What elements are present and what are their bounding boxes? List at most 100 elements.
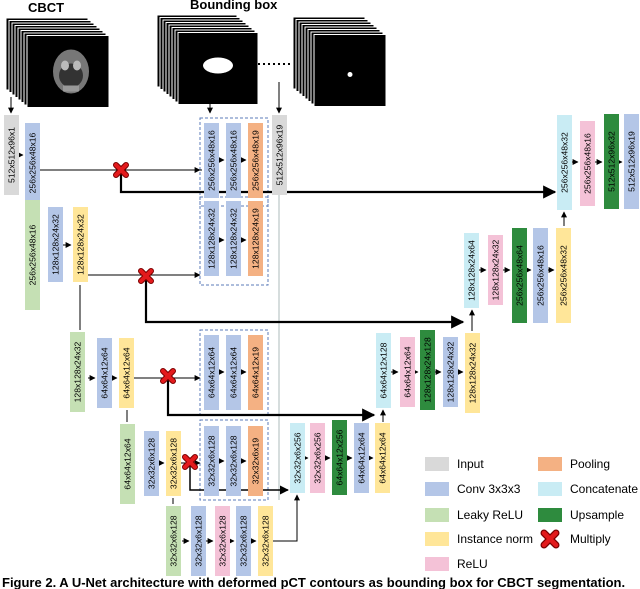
- layer-block-conv: 32x32x6x128: [144, 431, 159, 496]
- layer-block-upsample: 512x512x96x32: [604, 114, 619, 209]
- layer-block-conv: 64x64x12x64: [97, 338, 112, 408]
- layer-block-relu: 32x32x6x256: [310, 423, 325, 493]
- legend-item-norm: Instance norm: [425, 532, 533, 546]
- legend-item-pool: Pooling: [538, 457, 610, 471]
- layer-block-pool: 128x128x24x19: [248, 201, 263, 276]
- legend-label: ReLU: [457, 557, 488, 571]
- layer-block-conv: 64x64x12x64: [204, 335, 219, 410]
- layer-block-label: 128x128x24x32: [73, 341, 83, 402]
- layer-block-label: 64x64x12x64: [229, 347, 239, 398]
- connector: [119, 170, 557, 199]
- layer-block-conv: 512x512x96x19: [624, 114, 639, 209]
- layer-block-label: 32x32x6x128: [194, 515, 204, 566]
- figure-caption: Figure 2. A U-Net architecture with defo…: [2, 575, 626, 589]
- layer-block-pool: 256x256x48x19: [248, 123, 263, 198]
- multiply-icon: [113, 162, 129, 178]
- layer-block-label: 64x64x12x64: [122, 347, 132, 398]
- layer-block-label: 32x32x6x128: [147, 438, 157, 489]
- layer-block-label: 256x256x48x32: [559, 245, 569, 306]
- layer-block-label: 64x64x12x64: [123, 438, 133, 489]
- multiply-icon: [160, 368, 176, 384]
- layer-block-conv: 32x32x6x128: [226, 426, 241, 496]
- legend-item-leaky: Leaky ReLU: [425, 508, 523, 522]
- layer-block-norm: 128x128x24x32: [465, 333, 480, 413]
- layer-block-label: 512x512x96x1: [7, 127, 17, 183]
- layer-block-label: 32x32x6x128: [261, 515, 271, 566]
- layer-block-label: 256x256x48x16: [207, 130, 217, 191]
- layer-block-concat: 128x128x24x64: [464, 233, 479, 308]
- legend-swatch: [425, 508, 449, 522]
- legend-item-conv: Conv 3x3x3: [425, 482, 521, 496]
- layer-block-label: 64x64x12x64: [378, 432, 388, 483]
- layer-block-label: 128x128x24x32: [51, 214, 61, 275]
- layer-block-leaky: 256x256x48x16: [25, 200, 40, 310]
- layer-block-norm: 64x64x12x64: [119, 338, 134, 408]
- layer-block-label: 128x128x24x32: [76, 214, 86, 275]
- layer-block-label: 64x64x12x256: [335, 429, 345, 485]
- layer-block-label: 32x32x6x128: [207, 435, 217, 486]
- legend-swatch: [538, 508, 562, 522]
- input-image-stacks: [5, 14, 387, 108]
- layer-block-label: 512x512x96x19: [627, 131, 637, 192]
- layer-block-label: 32x32x6x128: [169, 438, 179, 489]
- layer-block-conv: 128x128x24x32: [443, 337, 458, 407]
- layer-block-label: 512x512x96x32: [607, 131, 617, 192]
- layer-block-upsample: 256x256x48x64: [512, 228, 527, 323]
- layer-block-label: 128x128x24x32: [468, 342, 478, 403]
- layer-block-conv: 128x128x24x32: [226, 201, 241, 276]
- layer-block-input: 512x512x96x1: [4, 115, 19, 195]
- layer-block-label: 256x256x48x64: [515, 245, 525, 306]
- legend-item-input: Input: [425, 457, 484, 471]
- layer-block-label: 128x128x24x128: [423, 337, 433, 403]
- layer-block-concat: 256x256x48x32: [557, 115, 572, 210]
- mask-image-stack: [292, 16, 387, 107]
- mask-dot-icon: [347, 72, 353, 77]
- legend-swatch: [425, 457, 449, 471]
- layer-block-label: 512x512x96x19: [275, 124, 285, 185]
- layer-block-upsample: 64x64x12x256: [332, 420, 347, 495]
- legend-label: Concatenate: [570, 482, 638, 496]
- mask-blob-icon: [203, 57, 233, 74]
- legend-label: Pooling: [570, 457, 610, 471]
- legend-swatch: [425, 557, 449, 571]
- layer-block-label: 256x256x48x16: [229, 130, 239, 191]
- layer-block-label: 64x64x12x19: [251, 347, 261, 398]
- layer-block-relu: 128x128x24x32: [488, 235, 503, 305]
- layer-block-leaky: 64x64x12x64: [120, 424, 135, 504]
- layer-block-label: 64x64x12x64: [100, 347, 110, 398]
- layer-block-concat: 32x32x6x256: [290, 423, 305, 493]
- layer-block-label: 64x64x12x64: [357, 432, 367, 483]
- connector: [144, 278, 465, 329]
- layer-block-upsample: 128x128x24x128: [420, 330, 435, 410]
- layer-block-label: 32x32x6x256: [293, 432, 303, 483]
- multiply-icon: [182, 454, 198, 470]
- layer-block-input: 512x512x96x19: [272, 115, 287, 195]
- layer-block-norm: 256x256x48x32: [556, 228, 571, 323]
- layer-block-norm: 32x32x6x128: [258, 506, 273, 576]
- layer-block-conv: 32x32x6x128: [204, 426, 219, 496]
- legend-swatch: [425, 532, 449, 546]
- legend-item-concat: Concatenate: [538, 482, 638, 496]
- multiply-icon: [138, 268, 154, 284]
- layer-block-relu: 32x32x6x128: [215, 506, 230, 576]
- connector: [166, 378, 376, 422]
- legend-swatch: [538, 482, 562, 496]
- legend-label: Instance norm: [457, 532, 533, 546]
- layer-blocks: 512x512x96x1 256x256x48x16 256x256x48x16 12…: [4, 114, 639, 576]
- layer-block-label: 128x128x24x19: [251, 208, 261, 269]
- layer-block-label: 32x32x6x128: [169, 515, 179, 566]
- legend-label: Leaky ReLU: [457, 508, 523, 522]
- legend-item-multiply: Multiply: [540, 529, 611, 549]
- layer-block-norm: 32x32x6x128: [166, 431, 181, 496]
- bounding-box-image-stack: [156, 14, 259, 105]
- layer-block-conv: 64x64x12x64: [226, 335, 241, 410]
- layer-block-conv: 32x32x6x128: [236, 506, 251, 576]
- layer-block-conv: 128x128x24x32: [204, 201, 219, 276]
- legend-label: Conv 3x3x3: [457, 482, 521, 496]
- cbct-label: CBCT: [28, 0, 64, 15]
- layer-block-label: 256x256x48x16: [583, 133, 593, 194]
- layer-block-label: 256x256x48x32: [560, 132, 570, 193]
- legend-swatch: [425, 482, 449, 496]
- layer-block-conv: 32x32x6x128: [191, 506, 206, 576]
- skull-scan-icon: [53, 49, 89, 94]
